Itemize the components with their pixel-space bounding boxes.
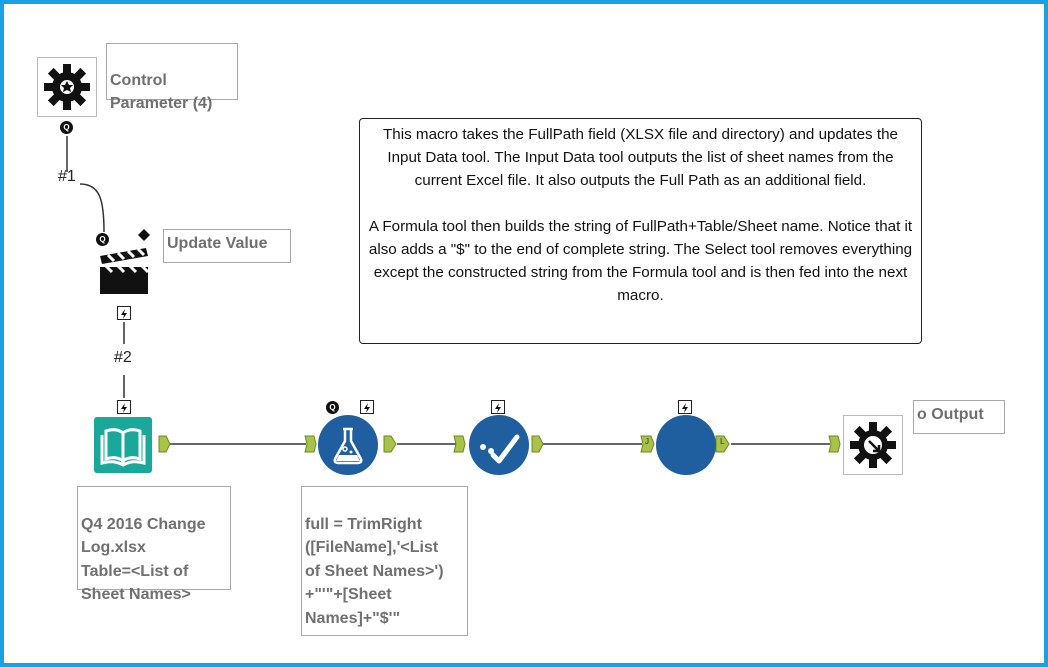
lightning-icon [121, 403, 127, 413]
book-icon [100, 428, 146, 467]
input-data-annotation-text: Q4 2016 Change Log.xlsx Table=<List of S… [81, 515, 206, 604]
formula-tool[interactable] [318, 415, 378, 475]
question-anchor-badge[interactable]: Q [60, 121, 73, 134]
anchor-letter: Q [99, 235, 106, 244]
lightning-icon [495, 403, 501, 413]
macro-output-text: o Output [917, 406, 984, 423]
lightning-anchor-badge[interactable] [360, 400, 374, 414]
update-value-text: Update Value [167, 235, 268, 252]
input-data-annotation: Q4 2016 Change Log.xlsx Table=<List of S… [77, 486, 231, 603]
workflow-comment[interactable]: This macro takes the FullPath field (XLS… [359, 118, 922, 344]
lightning-icon [121, 309, 127, 319]
lightning-icon [682, 403, 688, 413]
gear-icon [44, 64, 90, 110]
checkmark-icon [480, 434, 520, 464]
input-data-tool[interactable] [94, 417, 152, 473]
connection-wire-1 [66, 136, 105, 233]
select-tool[interactable] [469, 415, 529, 475]
clapperboard-icon [100, 247, 150, 294]
flask-icon [333, 427, 363, 465]
lightning-anchor-badge[interactable] [117, 400, 131, 414]
anchor-letter: Q [63, 123, 70, 132]
connection-label-1: #1 [58, 168, 76, 185]
control-parameter-text: Control Parameter (4) [110, 72, 213, 112]
lightning-anchor-badge[interactable] [117, 306, 131, 320]
output-anchors [158, 435, 730, 453]
macro-output-label: o Output [913, 400, 1005, 434]
comment-paragraph-1: This macro takes the FullPath field (XLS… [383, 126, 898, 189]
macro-output-gear-icon [850, 422, 896, 468]
control-parameter-tool[interactable] [37, 57, 97, 117]
connection-label-2: #2 [114, 349, 132, 366]
formula-annotation-text: full = TrimRight ([FileName],'<List of S… [305, 515, 444, 627]
question-anchor-badge[interactable]: Q [326, 401, 339, 414]
control-parameter-label: Control Parameter (4) [106, 43, 238, 112]
comment-spacer [368, 192, 913, 215]
comment-paragraph-2: A Formula tool then builds the string of… [368, 218, 913, 304]
macro-output-tool[interactable] [843, 415, 903, 475]
lightning-icon [364, 403, 370, 413]
join-tool[interactable] [656, 415, 716, 475]
anchor-letter: Q [329, 403, 336, 412]
question-anchor-badge[interactable]: Q [96, 233, 109, 246]
lightning-anchor-badge[interactable] [678, 400, 692, 414]
formula-annotation: full = TrimRight ([FileName],'<List of S… [301, 486, 468, 636]
join-left-anchor-letter: J [645, 437, 649, 446]
update-value-tool[interactable] [98, 244, 150, 296]
lightning-anchor-badge[interactable] [491, 400, 505, 414]
update-value-label: Update Value [163, 229, 291, 263]
update-value-diamond [138, 229, 150, 241]
join-right-anchor-letter: L [720, 437, 725, 446]
input-anchors [304, 435, 841, 453]
